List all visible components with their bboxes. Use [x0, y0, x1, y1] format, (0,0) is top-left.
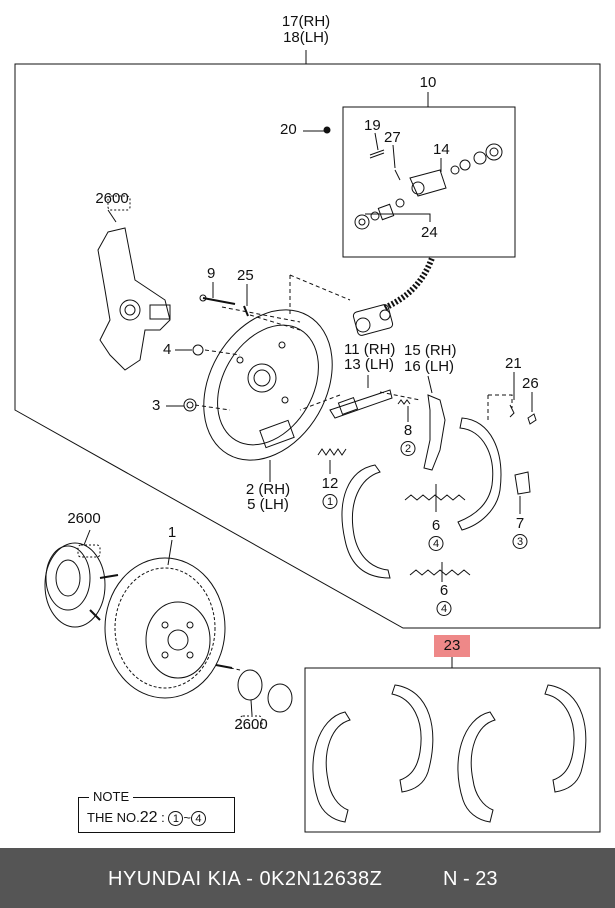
label-25: 25 — [237, 267, 254, 284]
spring-12 — [317, 448, 347, 456]
note-tilde: ~ — [183, 810, 191, 825]
label-9: 9 — [207, 265, 216, 282]
label-21: 21 — [505, 355, 522, 372]
label-15-rh: 15 (RH) — [404, 342, 457, 359]
steering-knuckle — [97, 195, 171, 371]
footer-bar: HYUNDAI KIA - 0K2N12638Z N - 23 — [0, 848, 615, 908]
label-2-rh: 2 (RH) — [245, 481, 291, 498]
kit-shoe-1 — [312, 711, 351, 823]
ref-circle-2: 2 — [400, 441, 416, 456]
shoe-kit-box — [304, 667, 601, 833]
label-8-ref: 2 — [400, 440, 416, 456]
spring-6a — [404, 494, 466, 501]
label-4: 4 — [163, 341, 172, 358]
spring-6b — [409, 569, 471, 576]
ref-circle-3: 3 — [512, 534, 528, 549]
footer-part-number: HYUNDAI KIA - 0K2N12638Z — [108, 868, 383, 890]
brake-shoe-left — [341, 464, 391, 579]
label-17-rh: 17(RH) — [281, 13, 331, 30]
brake-drum — [104, 557, 226, 699]
label-20: 20 — [280, 121, 297, 138]
brake-hose — [383, 256, 435, 311]
label-2600-knuckle: 2600 — [95, 190, 129, 207]
label-12: 12 — [321, 475, 339, 492]
label-24: 24 — [421, 224, 438, 241]
label-5-lh: 5 (LH) — [247, 496, 289, 513]
ref-circle-4a: 4 — [428, 536, 444, 551]
label-2600-hub: 2600 — [67, 510, 101, 527]
kit-shoe-3 — [457, 711, 496, 823]
label-10: 10 — [419, 74, 437, 91]
note-to-circle: 4 — [190, 811, 206, 826]
label-23-shoe-kit: 23 — [434, 635, 470, 657]
label-19: 19 — [364, 117, 381, 134]
label-6-upper: 6 — [431, 517, 441, 534]
wheel-cylinder-inset-box — [342, 106, 516, 258]
footer-page: N - 23 — [443, 868, 498, 890]
note-box: NOTE THE NO.22 : 1~4 — [78, 789, 235, 833]
parking-lever — [423, 394, 446, 471]
label-18-lh: 18(LH) — [283, 29, 329, 46]
ref-circle-4b: 4 — [436, 601, 452, 616]
note-from-circle: 1 — [168, 811, 184, 826]
label-8: 8 — [403, 422, 413, 439]
kit-shoe-2 — [391, 684, 434, 793]
wheel-hub — [44, 542, 119, 628]
brake-shoe-right — [457, 417, 502, 531]
note-title: NOTE — [89, 789, 134, 804]
note-prefix: THE NO. — [87, 810, 140, 825]
kit-shoe-4 — [544, 684, 587, 793]
label-11-rh: 11 (RH) — [344, 341, 396, 358]
wheel-cylinder — [352, 304, 394, 336]
label-6-lower-ref: 4 — [436, 600, 452, 616]
label-3: 3 — [152, 397, 161, 414]
note-number: 22 — [139, 809, 158, 826]
adjuster-lever — [329, 389, 393, 419]
label-1: 1 — [167, 524, 177, 541]
note-separator: : — [157, 810, 169, 825]
label-13-lh: 13 (LH) — [344, 356, 395, 373]
backing-plate — [203, 309, 333, 461]
ref-circle-1: 1 — [322, 494, 338, 509]
label-14: 14 — [433, 141, 450, 158]
label-26: 26 — [522, 375, 539, 392]
brake-exploded-diagram — [14, 50, 601, 833]
label-12-ref: 1 — [322, 493, 338, 509]
label-16-lh: 16 (LH) — [404, 358, 455, 375]
label-7: 7 — [515, 515, 525, 532]
label-7-ref: 3 — [512, 533, 528, 549]
label-2600-nut: 2600 — [234, 716, 268, 733]
note-body: THE NO.22 : 1~4 — [87, 809, 206, 827]
label-27: 27 — [384, 129, 401, 146]
label-6-upper-ref: 4 — [428, 535, 444, 551]
main-assembly-frame — [14, 63, 601, 629]
wheel-cylinder-parts — [323, 126, 503, 230]
label-6-lower: 6 — [439, 582, 449, 599]
